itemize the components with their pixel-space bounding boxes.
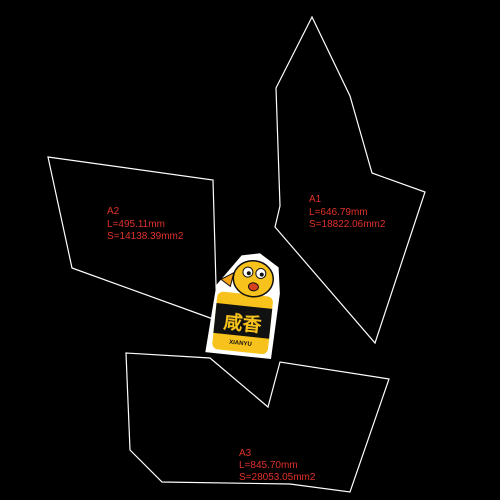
logo-mascot-mouth — [247, 282, 259, 292]
region-a3-name: A3 — [239, 448, 252, 459]
logo-main-text: 咸香 — [222, 310, 263, 337]
region-a3-area: S=28053.05mm2 — [239, 472, 316, 483]
region-a2-length: L=495.11mm — [107, 219, 165, 230]
region-a1-area: S=18822.06mm2 — [309, 219, 386, 230]
region-a1-name: A1 — [309, 194, 322, 205]
logo-can-label-band — [213, 303, 273, 339]
logo-sticker: 咸香 XIANYU — [205, 253, 280, 360]
logo-mascot-pupil-left — [246, 271, 251, 276]
region-a2-name: A2 — [107, 206, 120, 217]
logo-sub-text: XIANYU — [229, 340, 252, 348]
region-a1-length: L=646.79mm — [309, 207, 368, 218]
logo-mascot-pupil-right — [259, 272, 264, 277]
region-a3-length: L=845.70mm — [239, 460, 298, 471]
region-a2-area: S=14138.39mm2 — [107, 231, 184, 242]
region-a3-outline — [125, 352, 390, 493]
logo-mascot-fin — [220, 271, 235, 288]
region-a1-outline — [274, 15, 426, 345]
